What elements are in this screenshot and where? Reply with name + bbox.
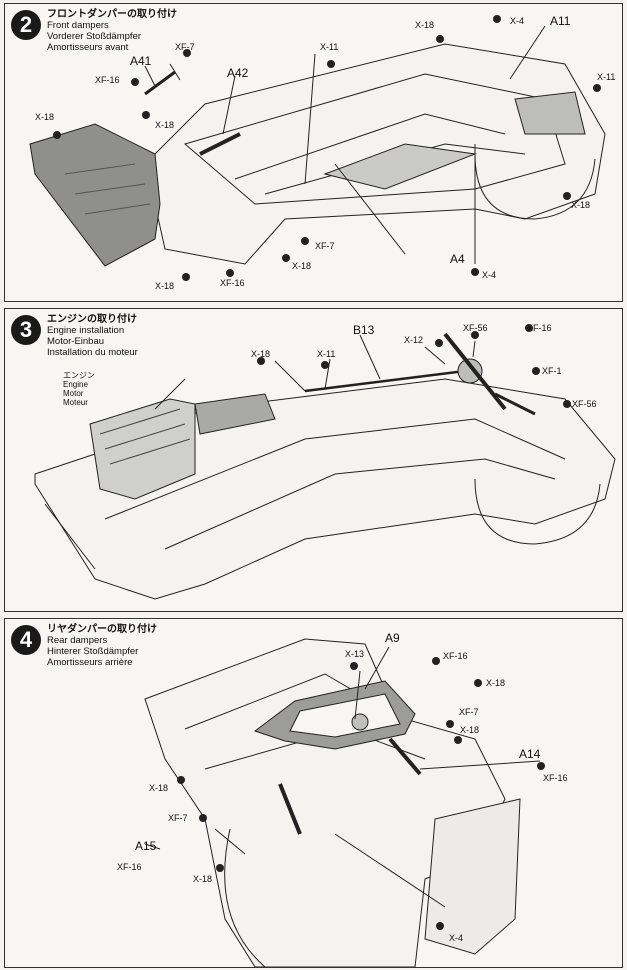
screw-label-x11: X-11 <box>320 42 339 52</box>
title-fr: Installation du moteur <box>47 347 138 358</box>
screw-label-x18: X-18 <box>251 349 271 359</box>
screw-label-xf16: XF-16 <box>527 323 552 333</box>
step-number: 4 <box>11 625 41 655</box>
part-label-a11: A11 <box>550 14 571 28</box>
engine-callout: エンジン Engine Motor Moteur <box>63 371 95 407</box>
rear-dampers-illustration <box>144 638 545 967</box>
engine-label-en: Engine <box>63 380 88 389</box>
title-jp: フロントダンパーの取り付け <box>47 9 177 20</box>
title-en: Engine installation <box>47 325 125 336</box>
step-title-block: リヤダンパーの取り付け Rear dampers Hinterer Stoßdä… <box>47 624 157 668</box>
engine-installation-illustration <box>34 324 616 600</box>
title-en: Front dampers <box>47 20 109 31</box>
title-jp: リヤダンパーの取り付け <box>47 624 157 635</box>
part-label-a42: A42 <box>227 66 249 80</box>
step-title-block: フロントダンパーの取り付け Front dampers Vorderer Sto… <box>47 9 177 53</box>
screw-label-xf56: XF-56 <box>572 399 597 409</box>
screw-label-x18: X-18 <box>155 120 175 130</box>
screw-label-x18: X-18 <box>149 783 169 793</box>
title-de: Vorderer Stoßdämpfer <box>47 31 141 42</box>
screw-label-x18: X-18 <box>415 20 435 30</box>
screw-label-xf16: XF-16 <box>220 278 245 288</box>
screw-label-x18: X-18 <box>460 725 480 735</box>
step-2-panel: 2 フロントダンパーの取り付け Front dampers Vorderer S… <box>4 3 623 302</box>
title-fr: Amortisseurs avant <box>47 42 129 53</box>
screw-label-xf16: XF-16 <box>543 773 568 783</box>
screw-label-x18: X-18 <box>155 281 175 291</box>
screw-label-x18: X-18 <box>35 112 55 122</box>
screw-label-xf7: XF-7 <box>459 707 479 717</box>
part-label-a15: A15 <box>135 839 157 853</box>
front-dampers-illustration <box>29 15 606 281</box>
screw-label-xf1: XF-1 <box>542 366 562 376</box>
step-title-block: エンジンの取り付け Engine installation Motor-Einb… <box>47 314 138 358</box>
screw-label-x12: X-12 <box>404 335 424 345</box>
part-label-a9: A9 <box>385 631 400 645</box>
screw-label-x11: X-11 <box>597 72 616 82</box>
screw-label-x11: X-11 <box>317 349 336 359</box>
screw-label-xf7: XF-7 <box>315 241 335 251</box>
part-label-a14: A14 <box>519 747 541 761</box>
screw-label-xf16: XF-16 <box>95 75 120 85</box>
part-label-b13: B13 <box>353 323 375 337</box>
screw-label-xf16: XF-16 <box>443 651 468 661</box>
part-label-a4: A4 <box>450 252 465 266</box>
step-number: 3 <box>11 315 41 345</box>
part-label-a41: A41 <box>130 54 152 68</box>
screw-label-xf56: XF-56 <box>463 323 488 333</box>
title-en: Rear dampers <box>47 635 108 646</box>
screw-label-x4: X-4 <box>449 933 464 943</box>
screw-label-xf7: XF-7 <box>175 42 195 52</box>
screw-label-xf7: XF-7 <box>168 813 188 823</box>
engine-label-de: Motor <box>63 389 84 398</box>
title-de: Hinterer Stoßdämpfer <box>47 646 139 657</box>
screw-label-x18: X-18 <box>193 874 213 884</box>
screw-label-x18: X-18 <box>292 261 312 271</box>
step-number: 2 <box>11 10 41 40</box>
title-jp: エンジンの取り付け <box>47 314 137 325</box>
screw-label-x18: X-18 <box>486 678 506 688</box>
step-4-panel: 4 リヤダンパーの取り付け Rear dampers Hinterer Stoß… <box>4 618 623 968</box>
title-fr: Amortisseurs arrière <box>47 657 133 668</box>
engine-label-jp: エンジン <box>63 371 95 380</box>
screw-label-x4: X-4 <box>510 16 525 26</box>
screw-label-x13: X-13 <box>345 649 365 659</box>
screw-label-xf16: XF-16 <box>117 862 142 872</box>
screw-label-x18: X-18 <box>571 200 591 210</box>
title-de: Motor-Einbau <box>47 336 105 347</box>
screw-label-x4: X-4 <box>482 270 497 280</box>
step-3-panel: 3 エンジンの取り付け Engine installation Motor-Ei… <box>4 308 623 612</box>
engine-label-fr: Moteur <box>63 398 88 407</box>
